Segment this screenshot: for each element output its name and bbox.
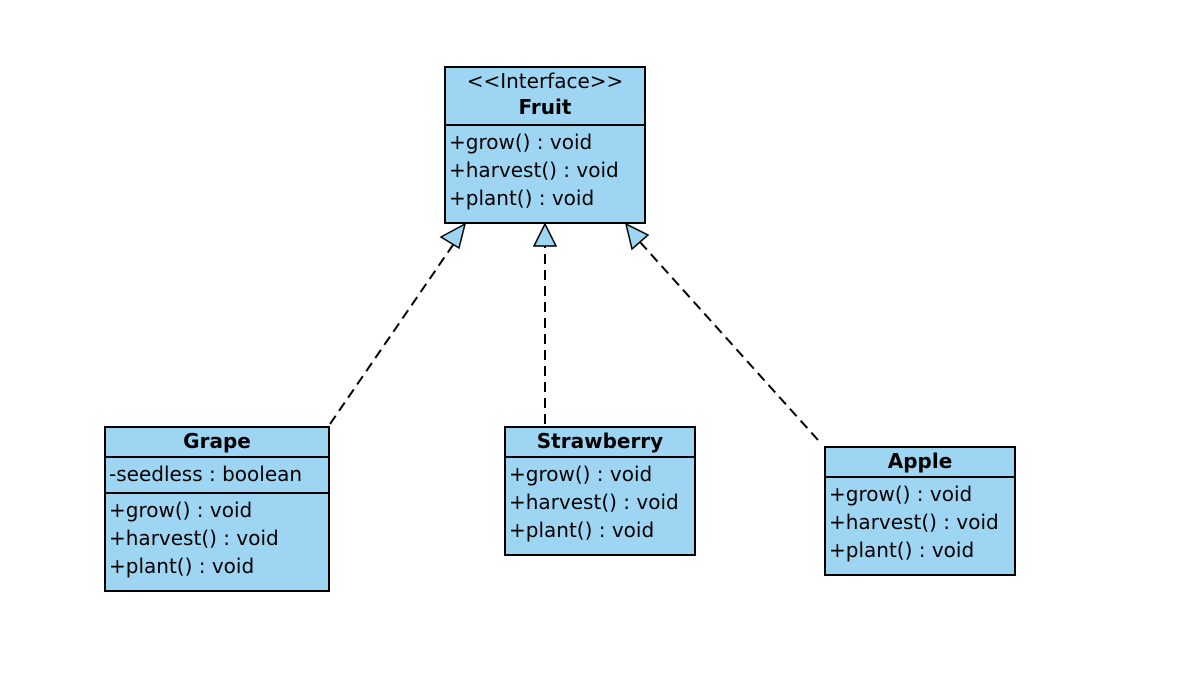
class-apple-operation: +grow() : void xyxy=(829,482,973,506)
class-fruit-operation: +harvest() : void xyxy=(449,158,619,182)
class-apple-name: Apple xyxy=(887,449,953,473)
class-strawberry-name: Strawberry xyxy=(536,429,664,453)
class-apple-operation: +plant() : void xyxy=(829,538,975,562)
class-fruit[interactable]: <<Interface>> Fruit +grow() : void +harv… xyxy=(444,66,646,224)
class-fruit-stereotype: <<Interface>> xyxy=(466,69,624,93)
class-apple-header: Apple xyxy=(826,448,1014,476)
class-fruit-operation: +grow() : void xyxy=(449,130,593,154)
realization-apple-fruit-line xyxy=(639,241,819,441)
class-grape-attribute: -seedless : boolean xyxy=(109,462,303,486)
class-apple-operations: +grow() : void +harvest() : void +plant(… xyxy=(826,476,1014,568)
class-strawberry[interactable]: Strawberry +grow() : void +harvest() : v… xyxy=(504,426,696,556)
class-apple-operation: +harvest() : void xyxy=(829,510,999,534)
class-fruit-header: <<Interface>> Fruit xyxy=(446,68,644,124)
class-fruit-operations: +grow() : void +harvest() : void +plant(… xyxy=(446,124,644,216)
class-grape-operation: +plant() : void xyxy=(109,554,255,578)
class-strawberry-operation: +harvest() : void xyxy=(509,490,679,514)
class-strawberry-operations: +grow() : void +harvest() : void +plant(… xyxy=(506,456,694,548)
realization-grape-fruit-line xyxy=(329,241,456,425)
class-grape-operations: +grow() : void +harvest() : void +plant(… xyxy=(106,492,328,584)
realization-strawberry-fruit-arrowhead xyxy=(532,222,558,247)
class-apple[interactable]: Apple +grow() : void +harvest() : void +… xyxy=(824,446,1016,576)
class-grape-operation: +grow() : void xyxy=(109,498,253,522)
realization-apple-fruit-arrowhead xyxy=(624,222,650,251)
class-grape-attributes: -seedless : boolean xyxy=(106,456,328,492)
class-fruit-name: Fruit xyxy=(518,95,572,119)
class-grape-header: Grape xyxy=(106,428,328,456)
class-grape-operation: +harvest() : void xyxy=(109,526,279,550)
class-grape-name: Grape xyxy=(183,429,251,453)
class-strawberry-operation: +grow() : void xyxy=(509,462,653,486)
realization-grape-fruit-arrowhead xyxy=(439,222,467,250)
class-strawberry-header: Strawberry xyxy=(506,428,694,456)
class-grape[interactable]: Grape -seedless : boolean +grow() : void… xyxy=(104,426,330,592)
class-strawberry-operation: +plant() : void xyxy=(509,518,655,542)
class-fruit-operation: +plant() : void xyxy=(449,186,595,210)
